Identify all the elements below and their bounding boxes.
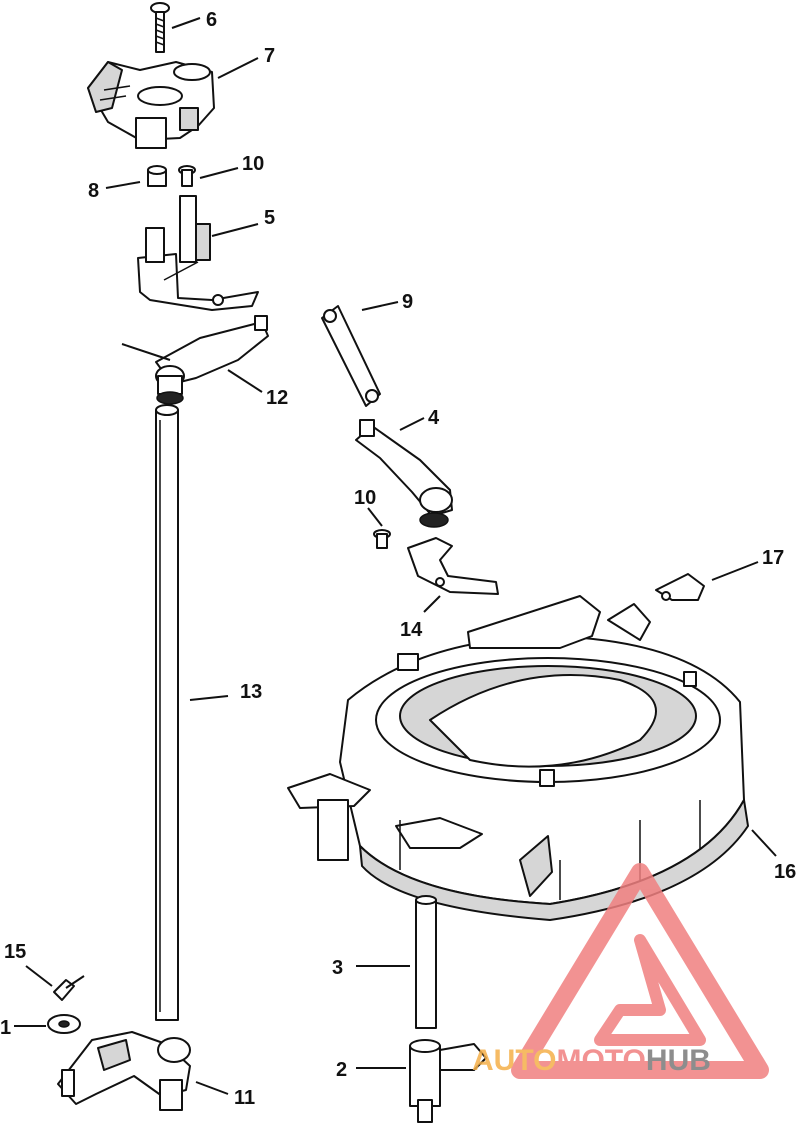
part-14-bracket <box>407 537 499 595</box>
callout-17: 17 <box>762 547 784 569</box>
part-7-sensor <box>87 61 215 149</box>
callout-8: 8 <box>88 180 99 202</box>
part-10-screw-top <box>178 165 196 187</box>
part-13-rod <box>155 404 179 1021</box>
callout-10-lower: 10 <box>354 487 376 509</box>
callout-12: 12 <box>266 387 288 409</box>
callout-10-top: 10 <box>242 153 264 175</box>
part-3-shaft <box>415 895 437 1029</box>
part-15-pin <box>53 975 85 1001</box>
watermark-brand-auto: AUTO <box>472 1044 556 1077</box>
part-8-bushing <box>147 165 167 187</box>
callout-6: 6 <box>206 9 217 31</box>
callout-1: 1 <box>0 1017 11 1039</box>
callout-15: 15 <box>4 941 26 963</box>
callout-11: 11 <box>234 1087 255 1109</box>
callout-13: 13 <box>240 681 262 703</box>
part-10-screw-lower <box>373 529 391 549</box>
callout-3: 3 <box>332 957 343 979</box>
part-9-link <box>321 305 381 407</box>
part-2-lever <box>409 1039 487 1123</box>
watermark-triangle-icon <box>511 863 769 1079</box>
part-17-clip <box>655 573 705 601</box>
part-4-arm <box>355 419 453 528</box>
automotohub-watermark: AUTOMOTOHUB <box>472 863 769 1079</box>
callout-labels: 6 7 8 10 5 9 12 4 10 17 14 13 16 3 15 1 … <box>0 9 796 1109</box>
watermark-brand-hub: HUB <box>646 1044 711 1077</box>
part-5-bracket <box>137 195 259 311</box>
part-6-screw <box>150 2 170 53</box>
svg-text:AUTOMOTOHUB: AUTOMOTOHUB <box>472 1044 711 1077</box>
part-12-arm <box>121 315 269 405</box>
watermark-inner-mark-icon <box>594 934 706 1046</box>
part-11-arm <box>57 1031 191 1111</box>
callout-14: 14 <box>400 619 423 641</box>
watermark-brand-moto: MOTO <box>556 1044 645 1077</box>
callout-16: 16 <box>774 861 796 883</box>
callout-4: 4 <box>428 407 440 429</box>
callout-7: 7 <box>264 45 275 67</box>
callout-5: 5 <box>264 207 275 229</box>
part-16-plate <box>287 595 749 921</box>
callout-2: 2 <box>336 1059 347 1081</box>
part-1-washer <box>47 1014 81 1034</box>
callout-9: 9 <box>402 291 413 313</box>
leader-lines <box>14 17 777 1095</box>
